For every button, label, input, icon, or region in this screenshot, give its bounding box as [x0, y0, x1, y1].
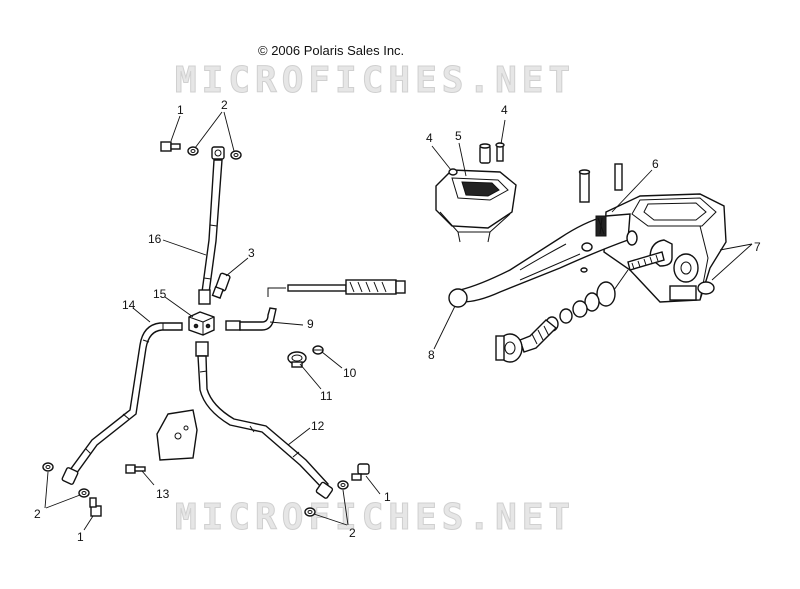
crush-washer-lower-left-a — [42, 462, 54, 472]
copyright-notice: © 2006 Polaris Sales Inc. — [258, 43, 405, 58]
banjo-bolt-lower-left — [89, 497, 102, 517]
leader-lines — [44, 111, 753, 531]
junction-block-15 — [188, 311, 215, 336]
callout-6: 6 — [652, 157, 659, 171]
watermark-bottom: MICROFICHES.NET — [174, 497, 576, 539]
banjo-bolt-top — [160, 141, 181, 152]
callout-16: 16 — [148, 232, 162, 246]
cap-screw-4-right — [495, 142, 505, 162]
callout-7: 7 — [754, 240, 761, 254]
retainer-10 — [312, 345, 324, 355]
pivot-spring-pin — [614, 163, 623, 191]
callout-1-lower-right: 1 — [384, 490, 391, 504]
hose-clip-11 — [287, 351, 307, 368]
brake-hose-16 — [198, 159, 223, 305]
brake-lever-8 — [448, 213, 631, 308]
callout-2-lower-left: 2 — [34, 507, 41, 521]
brake-line-upper — [267, 279, 406, 297]
piston-kit — [495, 251, 665, 363]
watermark-top: MICROFICHES.NET — [174, 60, 576, 102]
brake-line-9 — [225, 307, 277, 331]
reservoir-cap-assembly — [435, 169, 517, 243]
cap-screw-4-left — [448, 168, 458, 176]
callout-11: 11 — [320, 389, 333, 403]
callout-2-top: 2 — [221, 98, 228, 112]
callout-14: 14 — [122, 298, 136, 312]
callout-labels: 1 2 3 16 15 14 9 10 11 12 13 2 1 1 2 4 5… — [34, 98, 761, 544]
crush-washer-lower-right-a — [337, 480, 349, 490]
callout-5: 5 — [455, 129, 462, 143]
crush-washer-top-left — [187, 146, 199, 156]
pivot-pin — [578, 169, 591, 203]
callout-8: 8 — [428, 348, 435, 362]
brake-switch-3 — [211, 272, 231, 299]
reservoir-plug-5 — [479, 143, 491, 164]
banjo-fitting-top — [211, 146, 225, 160]
lever-spring — [581, 230, 638, 252]
callout-1-lower-left: 1 — [77, 530, 84, 544]
callout-2-lower-right: 2 — [349, 526, 356, 540]
callout-1-top: 1 — [177, 103, 184, 117]
callout-10: 10 — [343, 366, 357, 380]
screw-13 — [125, 464, 146, 474]
callout-12: 12 — [311, 419, 325, 433]
banjo-bolt-lower-right — [351, 463, 370, 481]
callout-15: 15 — [153, 287, 167, 301]
callout-13: 13 — [156, 487, 170, 501]
callout-9: 9 — [307, 317, 314, 331]
crush-washer-top-right — [230, 150, 242, 160]
bracket-plate — [156, 409, 198, 461]
callout-4-right: 4 — [501, 103, 508, 117]
brake-hose-14 — [61, 322, 183, 485]
callout-4-left: 4 — [426, 131, 433, 145]
crush-washer-lower-left-b — [78, 488, 90, 498]
brake-hose-12 — [195, 341, 334, 499]
crush-washer-lower-right-b — [304, 507, 316, 517]
callout-3: 3 — [248, 246, 255, 260]
